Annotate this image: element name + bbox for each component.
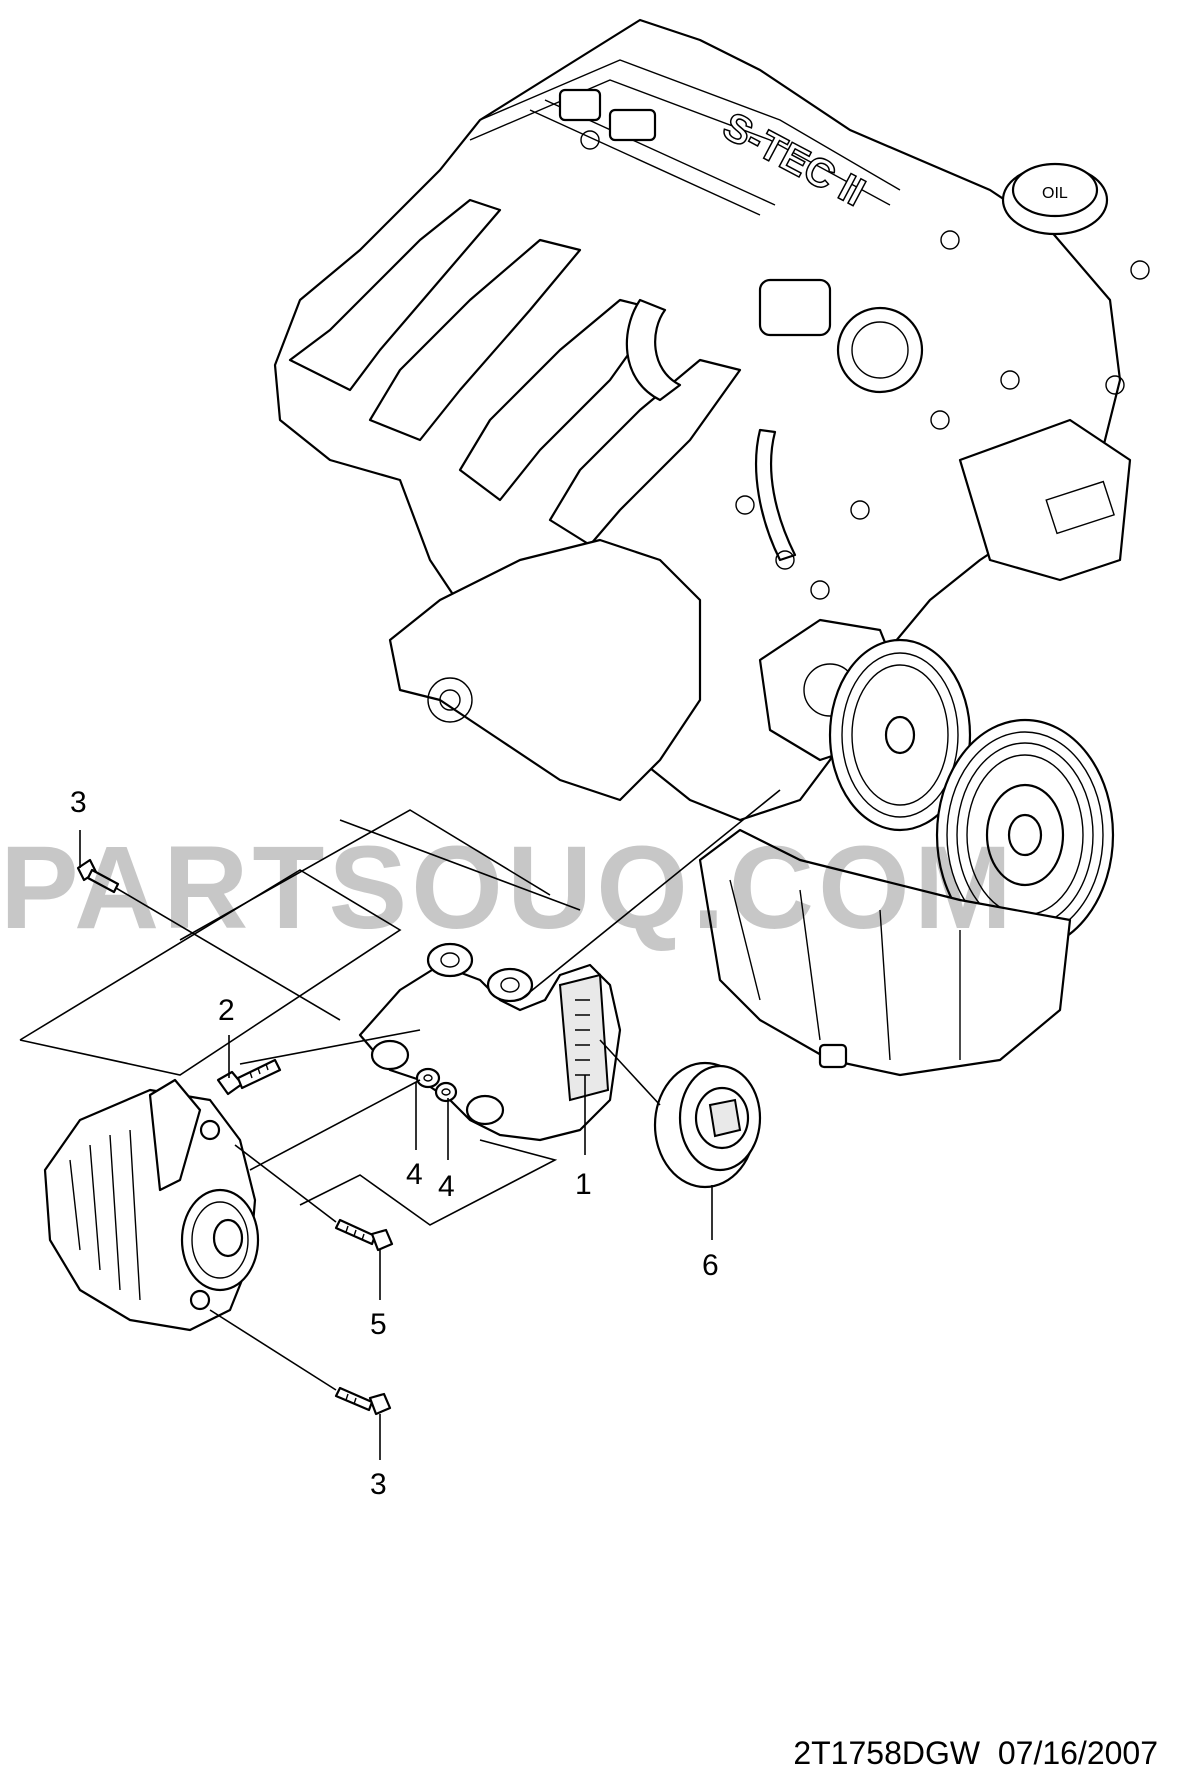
callout-labels: 3 2 4 4 1 6 5 3: [70, 786, 719, 1501]
callout-1: 1: [575, 1168, 592, 1201]
callout-4-b: 4: [438, 1170, 455, 1203]
alternator-bracket: [358, 942, 622, 1142]
drawing-footer: 2T1758DGW 07/16/2007: [793, 1735, 1158, 1772]
alternator-icon: [43, 1078, 260, 1332]
engine-assembly: S-TEC II OIL: [273, 18, 1150, 1077]
callout-6: 6: [702, 1249, 719, 1282]
bolt-3-lower-icon: [334, 1386, 392, 1416]
oil-cap-text: OIL: [1042, 185, 1068, 202]
water-pump-pulley-icon: [828, 638, 972, 832]
tensioner-pulley-icon: [653, 1061, 762, 1189]
watermark: PARTSOUQ.COM: [0, 822, 1016, 954]
crankshaft-pulley-icon: [935, 718, 1115, 952]
callout-3-upper: 3: [70, 786, 87, 819]
callout-5: 5: [370, 1308, 387, 1341]
leader-lines: [19, 789, 781, 1460]
bolt-3-upper-icon: [76, 858, 120, 894]
bolt-5-icon: [334, 1218, 394, 1252]
washer-4-a-icon: [415, 1067, 441, 1089]
callout-2: 2: [218, 994, 235, 1027]
oil-cap-icon: OIL: [1001, 162, 1109, 236]
washer-4-b-icon: [434, 1081, 458, 1103]
drawing-code: 2T1758DGW: [793, 1735, 981, 1771]
drawing-date: 07/16/2007: [997, 1735, 1158, 1771]
bolt-2-icon: [216, 1058, 282, 1096]
callout-3-lower: 3: [370, 1468, 387, 1501]
callout-4-a: 4: [406, 1158, 423, 1191]
